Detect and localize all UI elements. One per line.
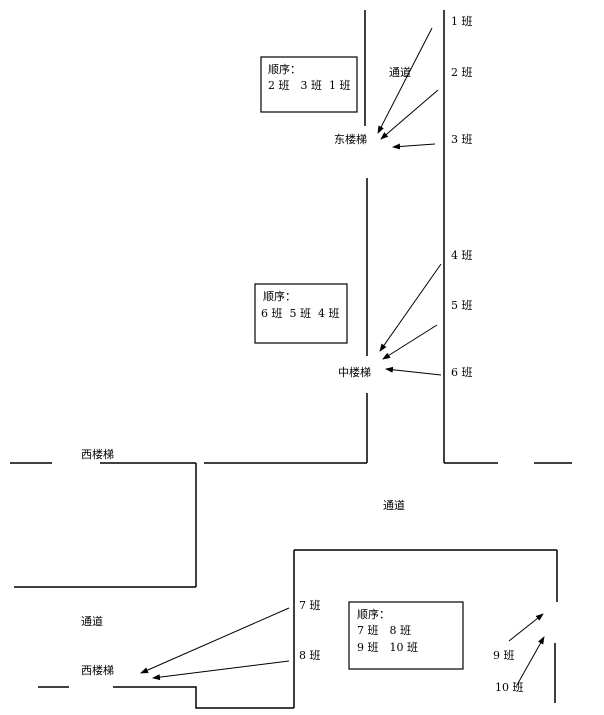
- west-stairs-bottom-label: 西楼梯: [81, 663, 114, 677]
- order-box-title: 顺序：: [263, 289, 296, 303]
- class-label: 1 班: [451, 15, 473, 28]
- south-step-wall: [113, 686, 294, 709]
- class-label: 3 班: [451, 133, 473, 146]
- passage-middle-label: 通道: [383, 498, 405, 512]
- arrow-class7-to-west: [140, 607, 290, 674]
- order-box-line: 9 班 10 班: [357, 641, 418, 654]
- class-label: 7 班: [299, 599, 321, 612]
- arrow-class9-to-exit: [508, 613, 544, 642]
- arrow-class5-to-middle: [382, 324, 438, 360]
- arrow-class1-to-east: [377, 27, 433, 134]
- order-box-middle: 顺序： 6 班 5 班 4 班: [254, 283, 348, 344]
- arrow-class6-to-middle: [385, 366, 442, 376]
- arrow-class3-to-east: [392, 143, 436, 150]
- order-box-east: 顺序： 2 班 3 班 1 班: [260, 56, 358, 113]
- walls: [10, 10, 572, 709]
- class-label: 2 班: [451, 66, 473, 79]
- order-box-line: 7 班 8 班: [357, 624, 411, 637]
- class-label: 5 班: [451, 299, 473, 312]
- order-box-line: 2 班 3 班 1 班: [268, 79, 350, 92]
- passage-top-label: 通道: [389, 65, 411, 79]
- class-label: 10 班: [495, 681, 524, 694]
- arrow-class10-to-exit: [516, 636, 545, 686]
- class-label: 6 班: [451, 366, 473, 379]
- class-label: 8 班: [299, 649, 321, 662]
- order-box-title: 顺序：: [357, 607, 390, 621]
- class-label: 4 班: [451, 249, 473, 262]
- middle-stairs-label: 中楼梯: [338, 365, 371, 379]
- class-label: 9 班: [493, 649, 515, 662]
- passage-left-label: 通道: [81, 614, 103, 628]
- arrows: [140, 27, 545, 686]
- west-stairs-top-label: 西楼梯: [81, 447, 114, 461]
- arrow-class4-to-middle: [379, 263, 442, 352]
- order-box-title: 顺序：: [268, 62, 301, 76]
- arrow-class8-to-west: [152, 660, 290, 681]
- order-box-south: 顺序： 7 班 8 班 9 班 10 班: [348, 601, 464, 670]
- east-stairs-label: 东楼梯: [334, 132, 367, 146]
- arrow-class2-to-east: [380, 89, 439, 140]
- order-box-line: 6 班 5 班 4 班: [261, 307, 339, 320]
